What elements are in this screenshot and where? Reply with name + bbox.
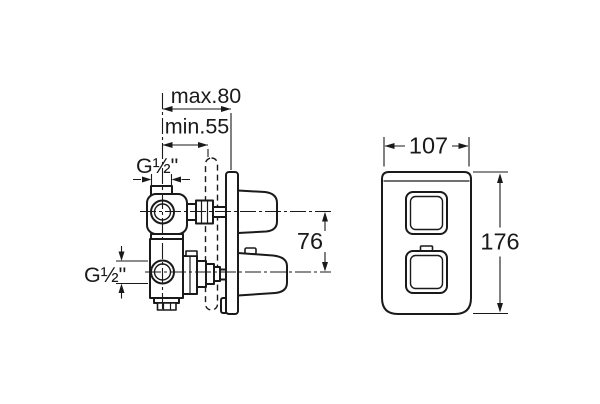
arrowhead-up <box>118 283 125 293</box>
dimension-max-depth: max.80 <box>162 84 242 170</box>
arrowhead-right <box>142 176 152 183</box>
dim-label-handle-spacing: 76 <box>297 228 323 254</box>
valve-body-assembly <box>146 185 229 311</box>
arrowhead-up <box>322 211 328 222</box>
handle-top-front-inner <box>409 195 444 231</box>
arrowhead-down <box>118 251 125 261</box>
handle-bottom-front-inner <box>409 254 444 290</box>
arrowhead-left <box>162 106 173 112</box>
arrowhead-down <box>322 262 328 272</box>
dimension-plate-width: 107 <box>383 133 470 167</box>
arrowhead-right <box>221 106 231 112</box>
bonnet-step-2 <box>205 263 215 285</box>
arrowhead-right <box>458 143 469 149</box>
handle-bottom-front-outer <box>405 250 448 294</box>
thread-callout-top: G½" <box>133 154 190 185</box>
dim-label-plate-height: 176 <box>480 229 519 255</box>
dim-label-max-depth: max.80 <box>171 84 242 108</box>
hex-cap-bottom <box>156 302 177 311</box>
handle-top-side <box>237 189 278 234</box>
dim-label-plate-width: 107 <box>409 133 448 159</box>
side-view: max.80 min.55 G½" G½" <box>84 84 331 315</box>
extension-lines <box>473 171 508 315</box>
arrowhead-down <box>497 303 503 313</box>
thread-callout-bottom: G½" <box>84 246 148 299</box>
arrowhead-left <box>162 142 173 148</box>
handle-bottom-side <box>237 252 288 297</box>
cartridge-cap <box>185 250 198 257</box>
arrowhead-right <box>198 142 208 148</box>
bonnet-step-1 <box>196 260 207 288</box>
wall-plate-side <box>225 171 239 315</box>
hex-cap-facet-lines <box>162 303 172 310</box>
arrowhead-left <box>171 176 181 183</box>
extension-lines <box>383 137 470 167</box>
arrowhead-up <box>497 173 503 183</box>
dimension-handle-spacing: 76 <box>297 211 328 272</box>
front-view: 107 176 <box>381 133 520 315</box>
arrowhead-left <box>384 143 395 149</box>
handle-top-front-outer <box>405 191 448 235</box>
dim-label-min-depth: min.55 <box>165 115 230 139</box>
wall-plate-front <box>381 171 472 315</box>
dimension-plate-height: 176 <box>473 171 520 315</box>
dimension-min-depth: min.55 <box>162 115 230 157</box>
recess-hidden-outline <box>204 157 219 311</box>
extension-ticks <box>116 260 148 285</box>
